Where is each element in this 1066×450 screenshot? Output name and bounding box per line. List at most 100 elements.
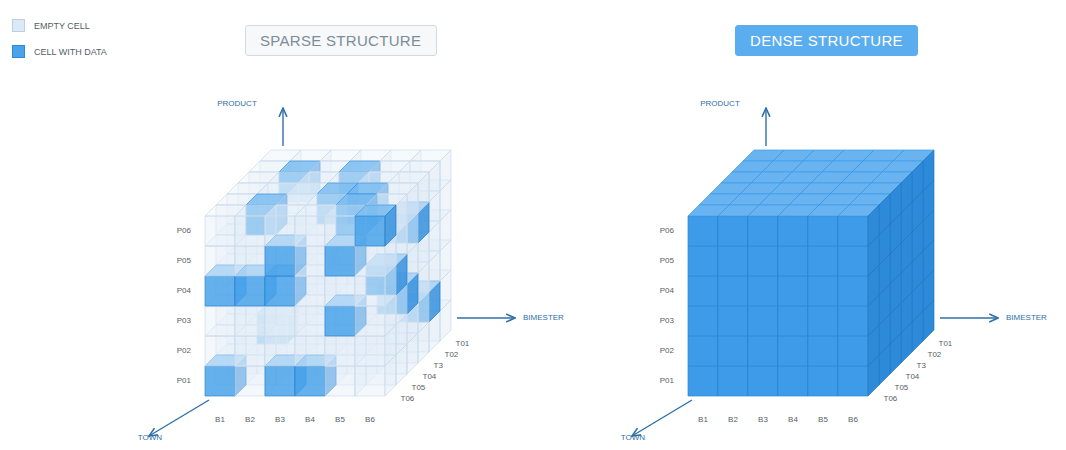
bimester-tick: B6 (365, 416, 375, 425)
cube-cell-face (718, 366, 748, 396)
cube-cell-face (355, 336, 385, 366)
town-tick: T04 (906, 372, 920, 381)
cube-cell-face (205, 276, 235, 306)
town-tick: T3 (434, 361, 443, 370)
title-box: DENSE STRUCTURE (735, 25, 918, 56)
cube-cell-face (265, 306, 295, 336)
cube-cell-face (688, 366, 718, 396)
product-tick: P06 (660, 227, 674, 236)
cube-cell-face (879, 194, 890, 235)
legend-text: CELL WITH DATA (34, 47, 107, 57)
cube-cell-face (235, 276, 265, 306)
bimester-tick: B1 (698, 416, 708, 425)
cube-cell-face (748, 216, 778, 246)
cube-cell-face (748, 246, 778, 276)
cube-cell-face (808, 246, 838, 276)
axis-arrow (632, 400, 692, 436)
product-tick: P03 (660, 317, 674, 326)
cube-cell-face (265, 276, 295, 306)
legend-swatch (12, 19, 25, 32)
cube-cell-face (235, 246, 265, 276)
product-tick: P02 (660, 347, 674, 356)
cube-cell-face (808, 306, 838, 336)
legend-swatch (12, 45, 25, 58)
axis-arrow (940, 317, 998, 318)
town-tick: T01 (939, 339, 953, 348)
cube-cell-face (265, 216, 295, 246)
cube-cell-face (440, 150, 451, 191)
cube-cell-face (838, 246, 868, 276)
product-tick: P03 (177, 317, 191, 326)
cube-cell-face (325, 246, 355, 276)
cube-cell-face (355, 216, 385, 246)
cube-cell-face (205, 306, 235, 336)
town-tick: T05 (895, 383, 909, 392)
town-tick: T05 (412, 383, 426, 392)
cube-cell-face (205, 336, 235, 366)
cube-cell-face (718, 336, 748, 366)
cube-cell-face (901, 172, 912, 213)
cube-cell-face (295, 306, 325, 336)
axis-arrow (457, 317, 515, 318)
cube-cell-face (778, 246, 808, 276)
town-tick: T3 (917, 361, 926, 370)
cube-cell-face (265, 246, 295, 276)
cube-cell-face (355, 366, 385, 396)
cube-cell-face (235, 336, 265, 366)
cube-cell-face (396, 194, 407, 235)
axis-label: TOWN (621, 434, 645, 443)
cube-cell-face (718, 216, 748, 246)
product-tick: P01 (660, 377, 674, 386)
cube-cell-face (923, 150, 934, 191)
town-tick: T06 (884, 394, 898, 403)
cube-cell-face (808, 366, 838, 396)
cube-cell-face (778, 366, 808, 396)
cube-cell-face (912, 161, 923, 202)
bimester-tick: B5 (335, 416, 345, 425)
cube-cell-face (778, 216, 808, 246)
axis-arrow (282, 108, 283, 146)
bimester-tick: B2 (728, 416, 738, 425)
cube-cell-face (718, 276, 748, 306)
cube-cell-face (808, 276, 838, 306)
cube-cell-face (295, 276, 325, 306)
axis-label: BIMESTER (523, 314, 564, 323)
cube-cell-face (688, 246, 718, 276)
cube-cell-face (295, 336, 325, 366)
bimester-tick: B1 (215, 416, 225, 425)
cube-cell-face (778, 336, 808, 366)
structure-title: SPARSE STRUCTURE (260, 32, 422, 49)
bimester-tick: B3 (275, 416, 285, 425)
legend-text: EMPTY CELL (34, 21, 90, 31)
product-tick: P02 (177, 347, 191, 356)
cube-cell-face (295, 246, 325, 276)
bimester-tick: B2 (245, 416, 255, 425)
cube-cell-face (265, 366, 295, 396)
cube-cell-face (325, 306, 355, 336)
structure-title: DENSE STRUCTURE (750, 32, 903, 49)
cube-cell-face (688, 216, 718, 246)
town-tick: T02 (445, 350, 459, 359)
cube-cell-face (868, 205, 879, 246)
product-tick: P01 (177, 377, 191, 386)
product-tick: P05 (660, 257, 674, 266)
product-tick: P04 (660, 287, 674, 296)
axis-label: PRODUCT (700, 100, 740, 109)
cube-cell-face (838, 336, 868, 366)
cube-cell-face (325, 216, 355, 246)
town-tick: T01 (456, 339, 470, 348)
cube-cell-face (748, 366, 778, 396)
cube-cell-face (265, 336, 295, 366)
axis-label: PRODUCT (217, 100, 257, 109)
cube-cell-face (778, 306, 808, 336)
cube-cell-face (385, 205, 396, 246)
bimester-tick: B4 (788, 416, 798, 425)
axis-label: BIMESTER (1006, 314, 1047, 323)
cube-cell-face (718, 306, 748, 336)
cube-cell-face (748, 336, 778, 366)
bimester-tick: B4 (305, 416, 315, 425)
cube-cell-face (718, 246, 748, 276)
cube-cell-face (838, 366, 868, 396)
bimester-tick: B5 (818, 416, 828, 425)
title-box: SPARSE STRUCTURE (245, 25, 437, 56)
